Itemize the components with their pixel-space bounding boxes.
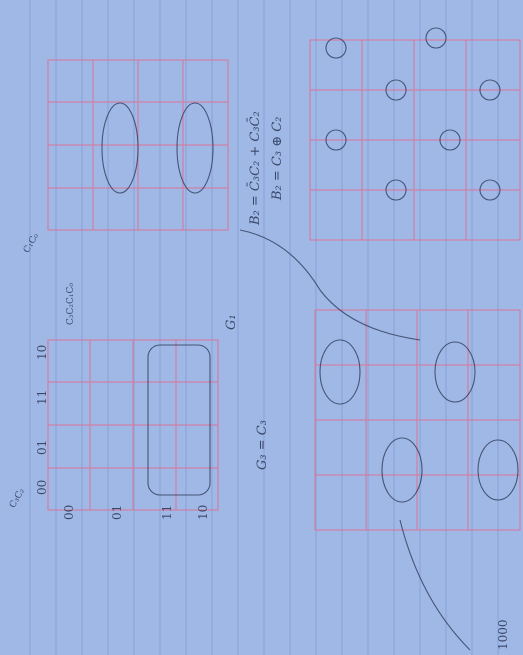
minterm-circle — [385, 179, 407, 201]
col-label-10: 10 — [35, 344, 49, 360]
row-label-11: 11 — [160, 504, 174, 520]
row-label-01: 01 — [110, 504, 124, 520]
equation-g3: G₃ = C₃ — [255, 420, 270, 470]
col-label-00: 00 — [35, 479, 49, 495]
group-ellipse — [381, 437, 423, 503]
group-ellipse — [434, 341, 476, 403]
truth-table-header: C₃C₂C₁C₀ — [66, 283, 76, 325]
divider-arc — [239, 229, 421, 341]
group-ellipse — [147, 344, 211, 496]
minterm-circle — [325, 37, 347, 59]
divider-arc — [399, 519, 471, 651]
equation-b2-xor: B₂ = C₃ ⊕ C₂ — [270, 116, 285, 200]
equation-b2: B₂ = C̄₃C₂ + C₃C̄₂ — [248, 111, 263, 225]
col-label-01: 01 — [35, 439, 49, 455]
group-ellipse — [176, 102, 214, 194]
group-ellipse — [101, 102, 139, 194]
col-label-11: 11 — [35, 389, 49, 405]
minterm-circle — [425, 27, 447, 49]
minterm-circle — [325, 129, 347, 151]
row-label-10: 10 — [196, 504, 210, 520]
minterm-circle — [479, 179, 501, 201]
label-g1: G₁ — [224, 314, 239, 330]
group-ellipse — [319, 339, 361, 405]
margin-note: 1000 — [496, 619, 510, 650]
minterm-circle — [385, 79, 407, 101]
row-label-00: 00 — [62, 504, 76, 520]
minterm-circle — [439, 129, 461, 151]
group-ellipse — [477, 439, 519, 501]
minterm-circle — [479, 79, 501, 101]
